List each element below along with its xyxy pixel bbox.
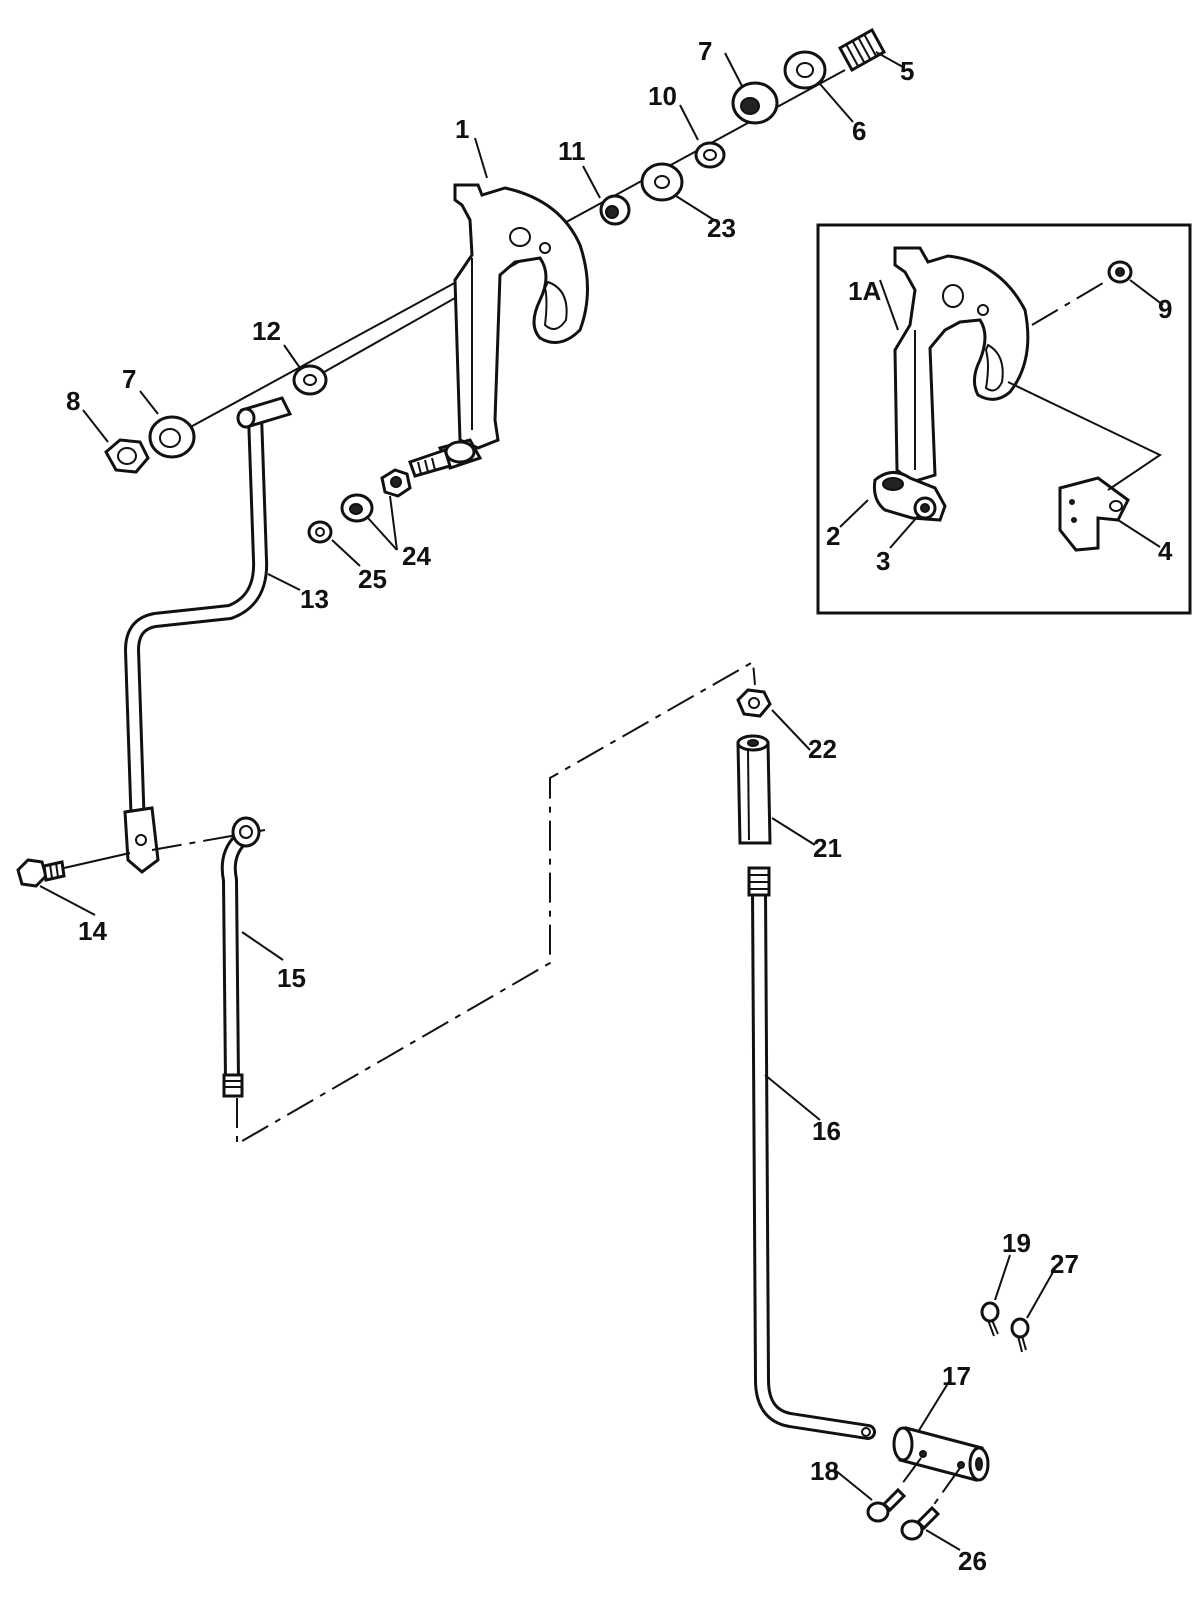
label-part-7-lower: 7: [122, 364, 136, 394]
part-7-upper-bushing: [731, 81, 779, 125]
inset-box: [816, 223, 1192, 615]
part-1-lever: [453, 183, 589, 450]
part-18-pin: [866, 1487, 907, 1523]
label-part-10: 10: [648, 81, 677, 111]
label-part-14: 14: [78, 916, 107, 946]
part-7-lower-bushing: [148, 415, 196, 459]
label-part-5: 5: [900, 56, 914, 86]
label-part-3: 3: [876, 546, 890, 576]
leader-lines: [39, 51, 1164, 1551]
part-9-nut: [1107, 260, 1133, 284]
label-part-8: 8: [66, 386, 80, 416]
label-part-19: 19: [1002, 1228, 1031, 1258]
label-part-15: 15: [277, 963, 306, 993]
part-10-spring-washer: [694, 141, 726, 169]
part-21-sleeve: [736, 734, 772, 845]
part-25-nut: [307, 520, 333, 544]
label-part-2: 2: [826, 521, 840, 551]
label-part-16: 16: [812, 1116, 841, 1146]
label-part-22: 22: [808, 734, 837, 764]
part-11-bushing: [599, 194, 631, 226]
label-part-4: 4: [1158, 536, 1173, 566]
part-24-nut-bushing: [340, 468, 412, 523]
part-27-clip: [1010, 1317, 1030, 1353]
label-part-21: 21: [813, 833, 842, 863]
part-14-bolt: [16, 858, 66, 888]
part-17-sleeve: [892, 1426, 990, 1482]
part-4-bracket: [1058, 476, 1130, 552]
label-part-18: 18: [810, 1456, 839, 1486]
inset-connector-4: [1007, 381, 1163, 491]
label-part-23: 23: [707, 213, 736, 243]
part-12-washer: [292, 364, 328, 396]
pin-26-axis: [929, 1467, 961, 1511]
part-1a-lever: [893, 246, 1030, 484]
label-part-24: 24: [402, 541, 431, 571]
label-part-11: 11: [558, 136, 586, 166]
label-part-9: 9: [1158, 294, 1172, 324]
part-23-washer: [640, 162, 684, 202]
label-part-1a: 1A: [848, 276, 881, 306]
assembly-path-15-16: [236, 660, 756, 1146]
label-part-6: 6: [852, 116, 866, 146]
label-part-26: 26: [958, 1546, 987, 1576]
label-part-12: 12: [252, 316, 281, 346]
part-5-stud: [837, 27, 887, 73]
bolt-14-axis: [63, 852, 131, 869]
lever-pivot-pin: [408, 438, 483, 478]
part-13-link-rod: [123, 396, 293, 874]
label-part-17: 17: [942, 1361, 971, 1391]
label-part-25: 25: [358, 564, 387, 594]
part-26-pin: [900, 1505, 941, 1541]
part-22-nut: [736, 688, 772, 718]
inset-dash-9: [1031, 279, 1109, 326]
label-part-27: 27: [1050, 1249, 1079, 1279]
part-3-screw: [913, 496, 937, 520]
label-part-13: 13: [300, 584, 329, 614]
part-15-eye-rod: [220, 816, 261, 1098]
label-part-1: 1: [455, 114, 469, 144]
part-19-clip: [980, 1301, 1000, 1337]
label-part-7-upper: 7: [698, 36, 712, 66]
part-6-washer: [783, 50, 827, 90]
pin-18-axis: [895, 1457, 922, 1493]
part-16-long-rod: [747, 866, 876, 1440]
part-8-nut: [104, 438, 150, 474]
